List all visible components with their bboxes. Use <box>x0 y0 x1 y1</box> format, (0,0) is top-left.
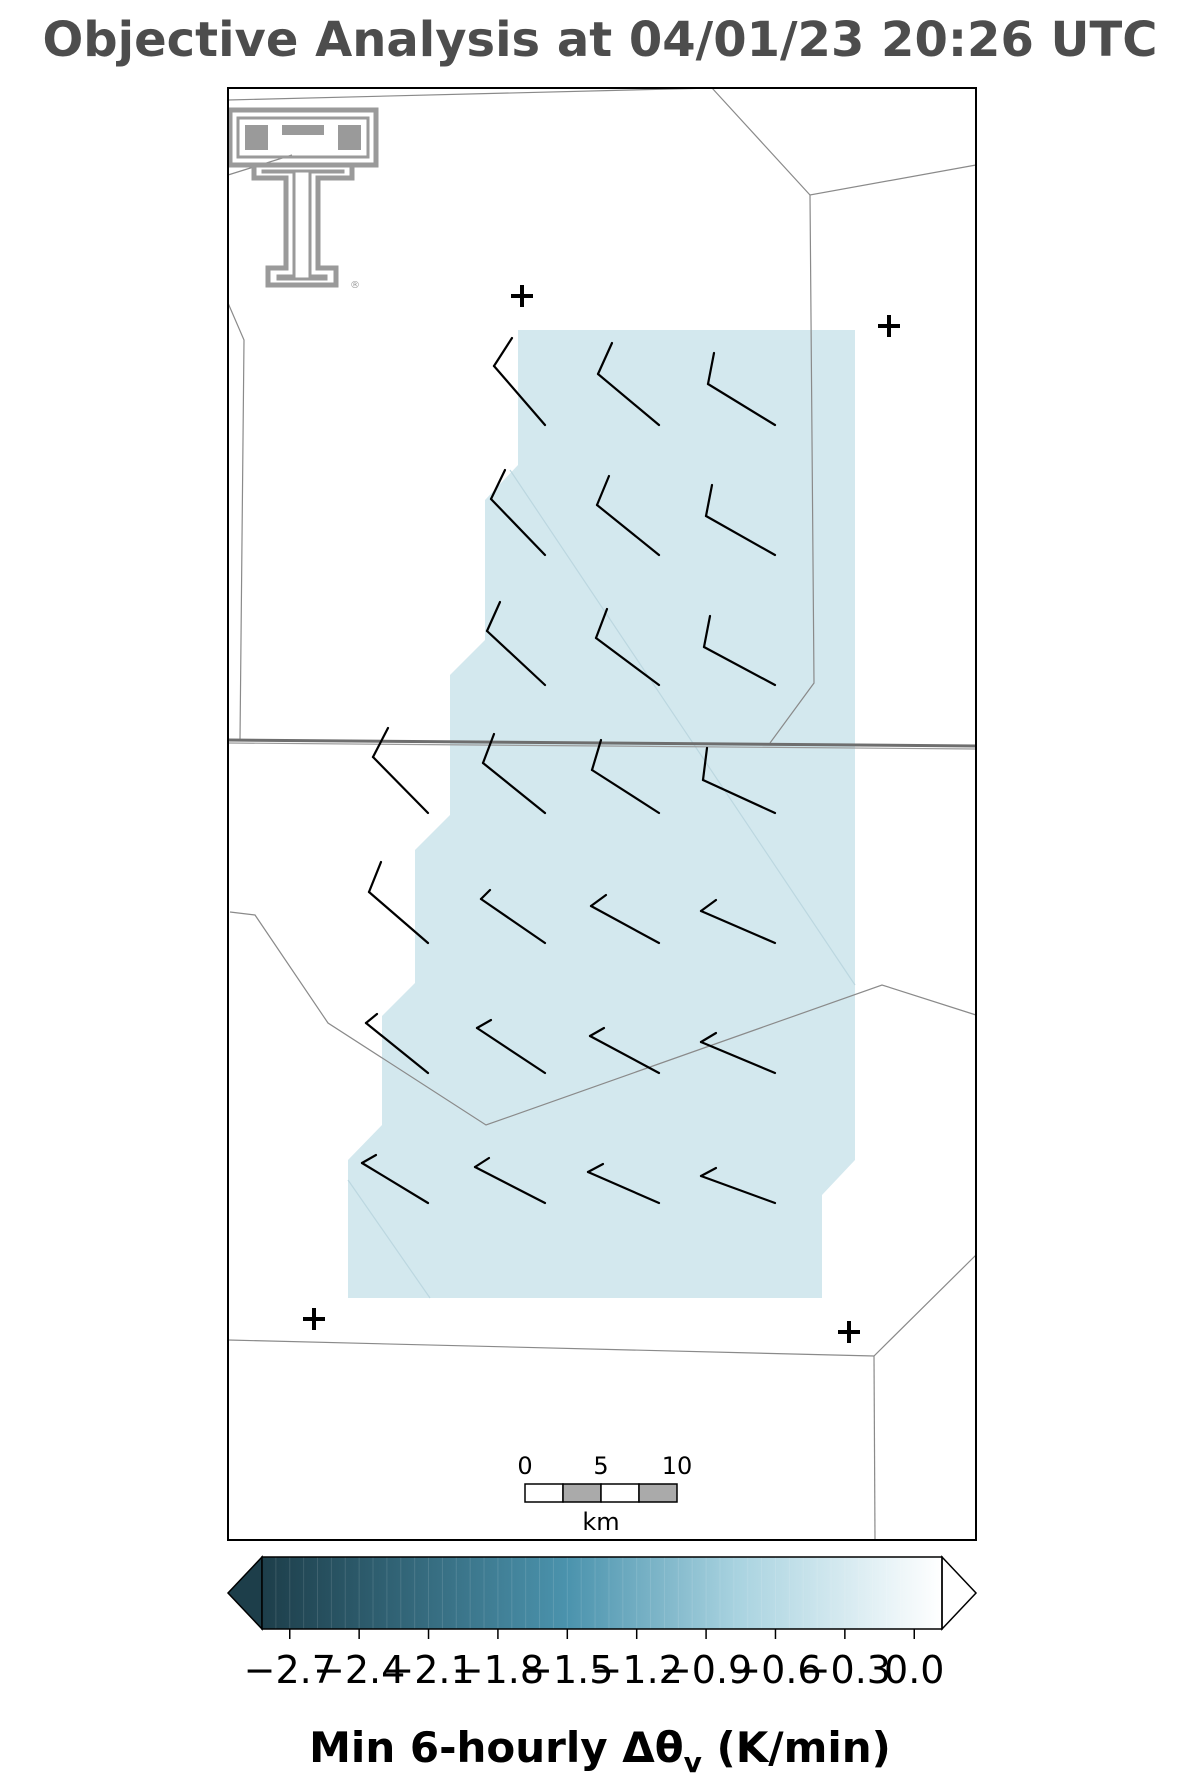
colorbar: −2.7−2.4−2.1−1.8−1.5−1.2−0.9−0.6−0.30.0 … <box>226 1555 978 1779</box>
wind-barb <box>594 607 661 687</box>
map-frame <box>227 87 977 1541</box>
wind-barb <box>371 726 430 815</box>
wind-barb <box>595 474 661 557</box>
wind-barb <box>701 746 777 815</box>
wind-barb <box>367 860 430 945</box>
colorbar-tick-label: −2.4 <box>313 1648 405 1692</box>
scale-bar: 0 5 10 km <box>517 1452 692 1536</box>
colorbar-tick-label: −0.6 <box>729 1648 821 1692</box>
colorbar-extend-high <box>941 1555 978 1631</box>
wind-barb <box>586 1162 661 1205</box>
wind-barb <box>699 1166 777 1205</box>
colorbar-tick-label: 0.0 <box>884 1648 944 1692</box>
texas-tech-logo-icon: ® <box>227 107 379 291</box>
wind-barb <box>704 483 777 557</box>
colorbar-tick-label: −1.5 <box>521 1648 613 1692</box>
map-panel[interactable]: ® 0 5 10 km <box>227 87 977 1541</box>
wind-barb <box>364 1012 430 1075</box>
wind-barb <box>475 1018 547 1075</box>
figure-title: Objective Analysis at 04/01/23 20:26 UTC <box>43 12 1158 68</box>
county-boundaries <box>227 87 977 1541</box>
wind-barb <box>596 341 661 427</box>
colorbar-tick-label: −2.7 <box>244 1648 336 1692</box>
colorbar-label: Min 6-hourly Δθv (K/min) <box>309 1723 891 1779</box>
scale-label-5: 5 <box>593 1452 608 1480</box>
wind-barb <box>479 888 547 945</box>
wind-barb <box>485 600 547 687</box>
colorbar-tick-label: −1.2 <box>591 1648 683 1692</box>
station-marker <box>511 285 533 307</box>
scale-unit: km <box>582 1508 619 1536</box>
wind-barb <box>702 614 777 687</box>
scale-label-10: 10 <box>662 1452 693 1480</box>
wind-barb <box>492 336 547 427</box>
county-boundaries-faint <box>347 469 856 1299</box>
colorbar-extend-low <box>226 1555 263 1631</box>
scale-label-0: 0 <box>517 1452 532 1480</box>
colorbar-body <box>262 1557 942 1629</box>
station-marker <box>303 1308 325 1330</box>
colorbar-tick-label: −2.1 <box>382 1648 474 1692</box>
wind-barb <box>481 732 547 815</box>
wind-barb <box>473 1156 547 1205</box>
wind-barb <box>706 351 777 427</box>
colorbar-frame <box>261 1556 943 1630</box>
wind-barb <box>590 738 661 815</box>
wind-barbs <box>360 336 777 1205</box>
station-marker <box>838 1321 860 1343</box>
svg-text:®: ® <box>350 280 360 291</box>
station-markers <box>303 285 900 1343</box>
station-marker <box>878 315 900 337</box>
wind-barb <box>699 1031 777 1075</box>
wind-barb <box>360 1153 430 1205</box>
analysis-field-fill <box>348 330 855 1298</box>
colorbar-tick-label: −1.8 <box>452 1648 544 1692</box>
colorbar-ticks: −2.7−2.4−2.1−1.8−1.5−1.2−0.9−0.6−0.30.0 <box>244 1629 944 1692</box>
colorbar-bands <box>261 1557 929 1629</box>
colorbar-tick-label: −0.9 <box>660 1648 752 1692</box>
colorbar-tick-label: −0.3 <box>799 1648 891 1692</box>
wind-barb <box>589 893 661 945</box>
wind-barb <box>588 1026 661 1075</box>
wind-barb <box>489 468 547 557</box>
highway-line <box>227 738 977 750</box>
wind-barb <box>699 898 777 945</box>
